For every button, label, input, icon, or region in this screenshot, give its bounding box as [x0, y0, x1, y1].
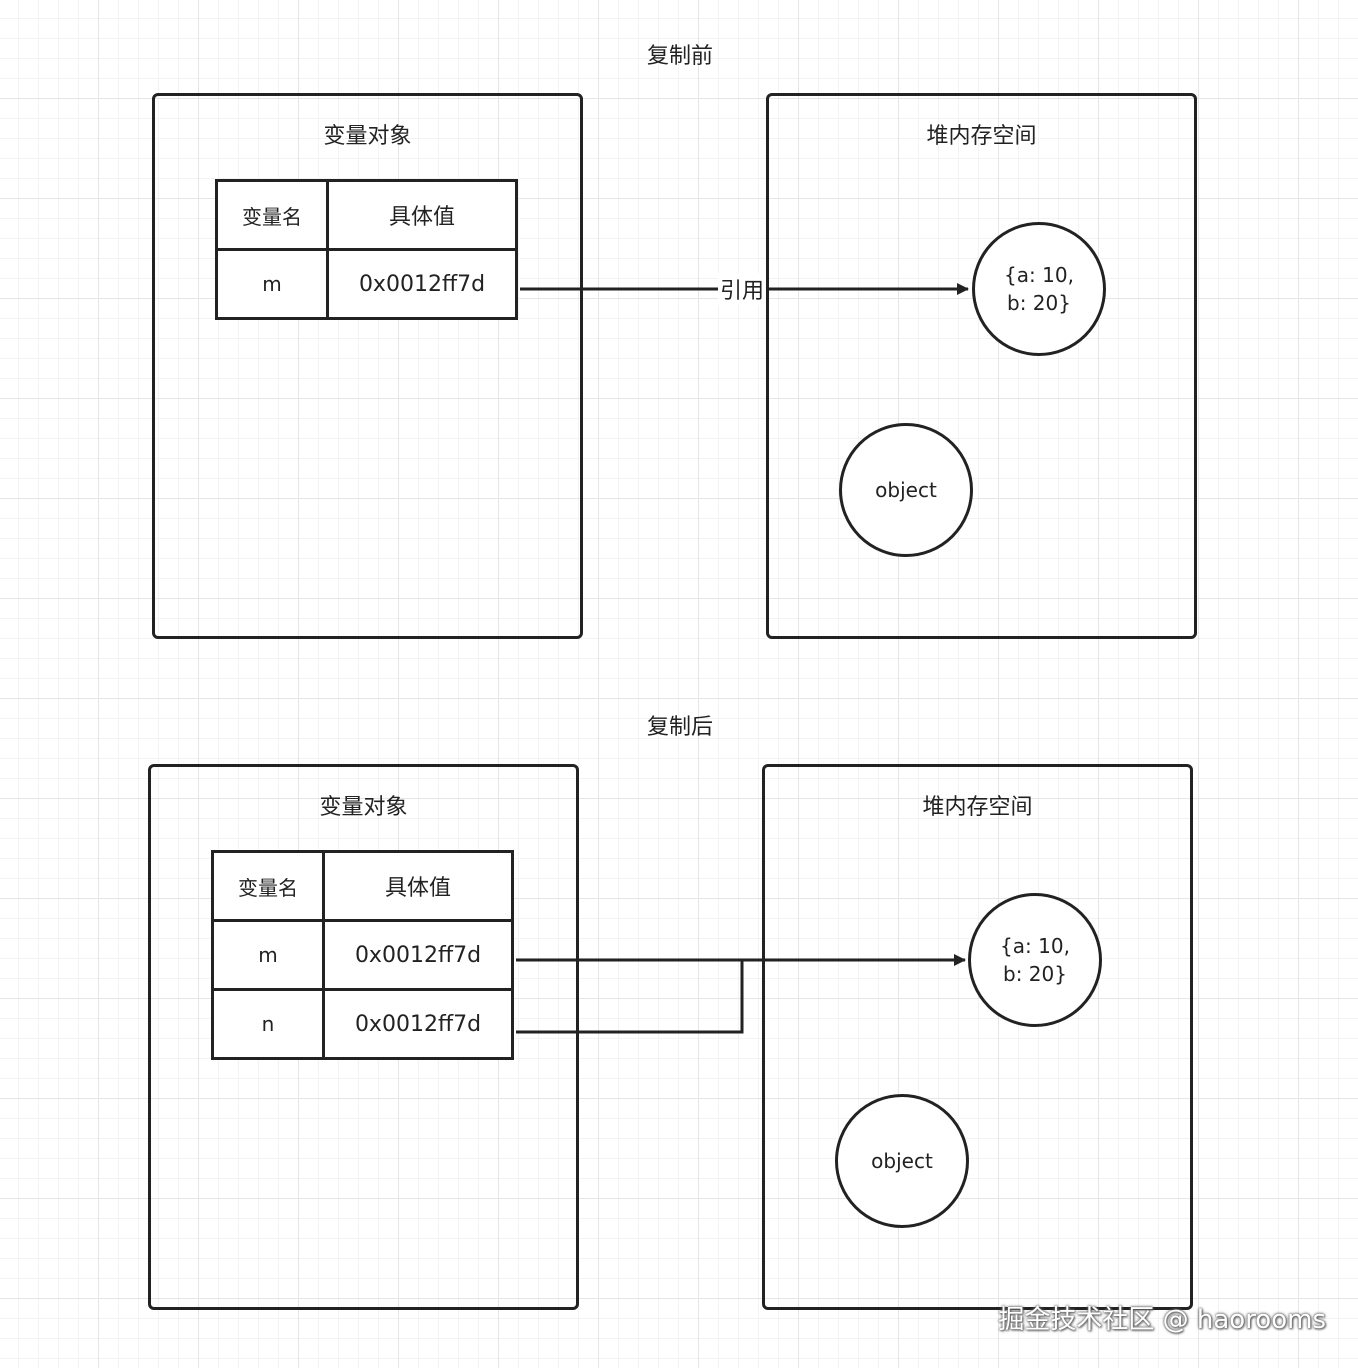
variable-name-m: m [211, 919, 325, 991]
variable-value-m: 0x0012ff7d [326, 248, 518, 320]
table-header-row: 变量名 具体值 [215, 179, 518, 251]
heap-object-other-after: object [835, 1094, 969, 1228]
variable-table-after: 变量名 具体值 m 0x0012ff7d n 0x0012ff7d [211, 850, 514, 1060]
variable-table-before: 变量名 具体值 m 0x0012ff7d [215, 179, 518, 320]
heap-object-target-after: {a: 10, b: 20} [968, 893, 1102, 1027]
heap-object-target-before: {a: 10, b: 20} [972, 222, 1106, 356]
variable-value-n: 0x0012ff7d [322, 988, 514, 1060]
variable-object-panel-after: 变量对象 变量名 具体值 m 0x0012ff7d n 0x0012ff7d [148, 764, 579, 1310]
variable-value-m: 0x0012ff7d [322, 919, 514, 991]
section-title-after: 复制后 [646, 715, 713, 740]
variable-name-n: n [211, 988, 325, 1060]
variable-object-title: 变量对象 [323, 124, 412, 149]
variable-name-m: m [215, 248, 329, 320]
heap-memory-title: 堆内存空间 [922, 795, 1033, 820]
table-row: n 0x0012ff7d [211, 988, 514, 1060]
table-row: m 0x0012ff7d [211, 919, 514, 991]
column-header-name: 变量名 [211, 850, 325, 922]
column-header-name: 变量名 [215, 179, 329, 251]
heap-memory-title: 堆内存空间 [926, 124, 1037, 149]
heap-object-other-before: object [839, 423, 973, 557]
variable-object-title: 变量对象 [319, 795, 408, 820]
section-title-before: 复制前 [646, 44, 713, 69]
column-header-value: 具体值 [322, 850, 514, 922]
table-header-row: 变量名 具体值 [211, 850, 514, 922]
heap-memory-panel-after: 堆内存空间 [762, 764, 1193, 1310]
column-header-value: 具体值 [326, 179, 518, 251]
table-row: m 0x0012ff7d [215, 248, 518, 320]
reference-label: 引用 [718, 273, 767, 305]
variable-object-panel-before: 变量对象 变量名 具体值 m 0x0012ff7d [152, 93, 583, 639]
watermark: 掘金技术社区 @ haorooms [998, 1305, 1326, 1335]
heap-memory-panel-before: 堆内存空间 [766, 93, 1197, 639]
reference-connector-after-n [516, 960, 744, 1034]
